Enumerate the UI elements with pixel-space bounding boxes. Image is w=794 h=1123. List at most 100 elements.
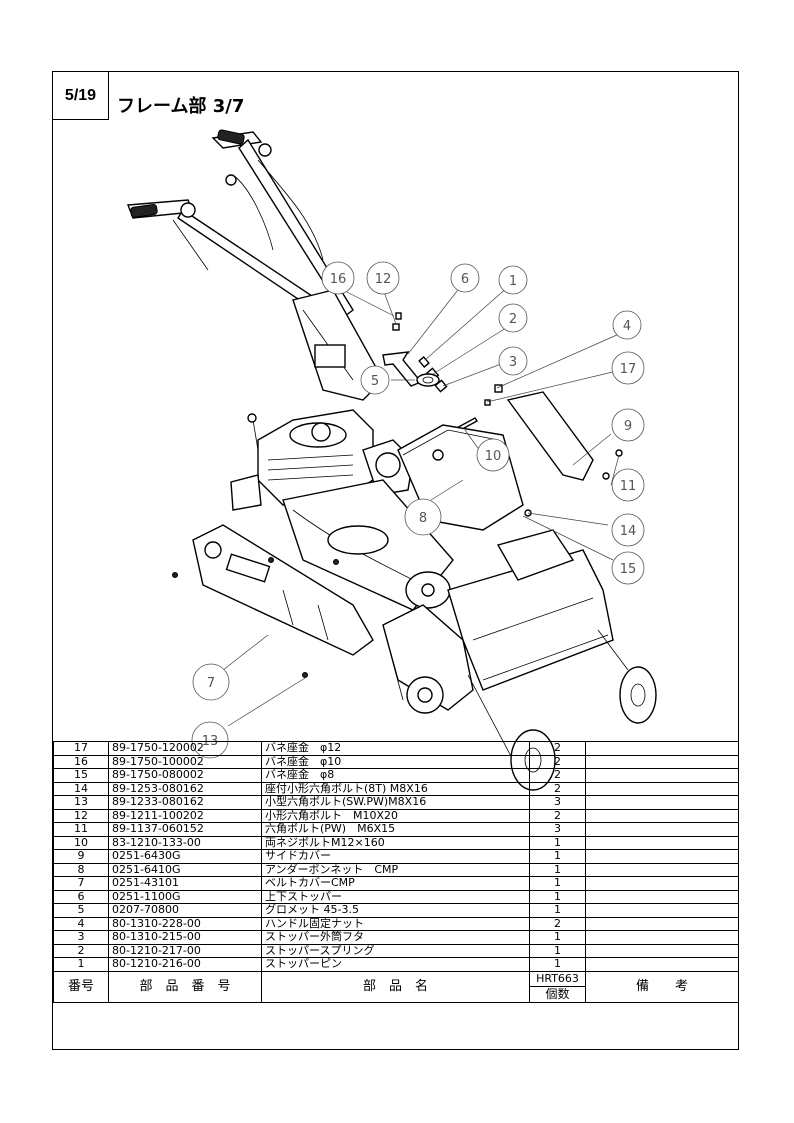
row-number: 2 (53, 943, 109, 958)
callout-16: 16 (321, 261, 355, 295)
row-part-name: ストッパースプリング (261, 943, 530, 958)
stopper-parts (382, 312, 503, 406)
row-number: 8 (53, 862, 109, 877)
callout-7: 7 (192, 663, 230, 701)
row-number: 11 (53, 822, 109, 837)
row-remarks (585, 862, 739, 877)
row-part-number: 80-1310-228-00 (108, 916, 262, 931)
row-part-number: 0251-43101 (108, 876, 262, 891)
row-part-name: 六角ボルト(PW) M6X15 (261, 822, 530, 837)
row-qty: 1 (529, 849, 586, 864)
row-part-number: 89-1233-080162 (108, 795, 262, 810)
callout-11: 11 (611, 468, 645, 502)
row-part-number: 89-1750-080002 (108, 768, 262, 783)
row-part-number: 89-1750-120002 (108, 741, 262, 756)
row-part-name: 両ネジボルトM12×160 (261, 835, 530, 850)
row-qty: 2 (529, 916, 586, 931)
header-model: HRT663 (530, 972, 585, 987)
row-part-number: 0251-6410G (108, 862, 262, 877)
side-cover (506, 391, 623, 517)
row-part-number: 89-1253-080162 (108, 781, 262, 796)
row-part-name: 上下ストッパー (261, 889, 530, 904)
callout-12: 12 (366, 261, 400, 295)
callout-5: 5 (360, 365, 390, 395)
row-qty: 2 (529, 768, 586, 783)
exploded-view-diagram: 1 2 3 4 5 6 7 8 9 10 11 12 13 14 15 16 1… (127, 129, 657, 791)
row-number: 15 (53, 768, 109, 783)
callout-14: 14 (611, 513, 645, 547)
row-part-number: 80-1210-217-00 (108, 943, 262, 958)
row-number: 6 (53, 889, 109, 904)
row-part-name: ベルトカバーCMP (261, 876, 530, 891)
row-qty: 2 (529, 741, 586, 756)
callout-3: 3 (498, 346, 528, 376)
row-qty: 1 (529, 943, 586, 958)
header-part-name: 部 品 名 (261, 970, 530, 1003)
row-remarks (585, 822, 739, 837)
parts-sheet: 5/19 フレーム部 3/7 (52, 71, 739, 1050)
row-qty: 1 (529, 957, 586, 972)
row-number: 14 (53, 781, 109, 796)
row-remarks (585, 930, 739, 945)
row-part-number: 0207-70800 (108, 903, 262, 918)
row-remarks (585, 781, 739, 796)
row-number: 7 (53, 876, 109, 891)
row-remarks (585, 889, 739, 904)
row-remarks (585, 876, 739, 891)
svg-text:4: 4 (623, 319, 631, 334)
row-number: 16 (53, 754, 109, 769)
row-number: 12 (53, 808, 109, 823)
callout-6: 6 (450, 263, 480, 293)
row-part-name: バネ座金 φ12 (261, 741, 530, 756)
callout-4: 4 (612, 310, 642, 340)
row-qty: 3 (529, 795, 586, 810)
svg-text:10: 10 (485, 449, 502, 464)
svg-text:3: 3 (509, 355, 517, 370)
svg-text:15: 15 (620, 562, 637, 577)
page-title: フレーム部 3/7 (117, 96, 245, 117)
row-qty: 3 (529, 822, 586, 837)
row-part-number: 89-1137-060152 (108, 822, 262, 837)
leader-lines (222, 285, 622, 727)
row-part-number: 89-1211-100202 (108, 808, 262, 823)
callout-1: 1 (498, 265, 528, 295)
row-qty: 2 (529, 754, 586, 769)
row-part-name: ストッパー外筒フタ (261, 930, 530, 945)
row-part-name: グロメット 45-3.5 (261, 903, 530, 918)
row-number: 3 (53, 930, 109, 945)
page-number: 5/19 (53, 72, 109, 120)
row-remarks (585, 808, 739, 823)
row-number: 5 (53, 903, 109, 918)
row-number: 4 (53, 916, 109, 931)
row-part-name: バネ座金 φ8 (261, 768, 530, 783)
row-remarks (585, 916, 739, 931)
svg-text:11: 11 (620, 479, 637, 494)
row-number: 10 (53, 835, 109, 850)
header-qty: 個数 (545, 986, 570, 1001)
svg-text:16: 16 (330, 272, 347, 287)
callout-2: 2 (498, 303, 528, 333)
row-remarks (585, 835, 739, 850)
row-remarks (585, 943, 739, 958)
row-number: 9 (53, 849, 109, 864)
row-remarks (585, 849, 739, 864)
row-qty: 1 (529, 930, 586, 945)
row-part-number: 0251-1100G (108, 889, 262, 904)
row-part-name: ハンドル固定ナット (261, 916, 530, 931)
svg-text:7: 7 (207, 676, 215, 691)
row-qty: 1 (529, 876, 586, 891)
row-number: 1 (53, 957, 109, 972)
